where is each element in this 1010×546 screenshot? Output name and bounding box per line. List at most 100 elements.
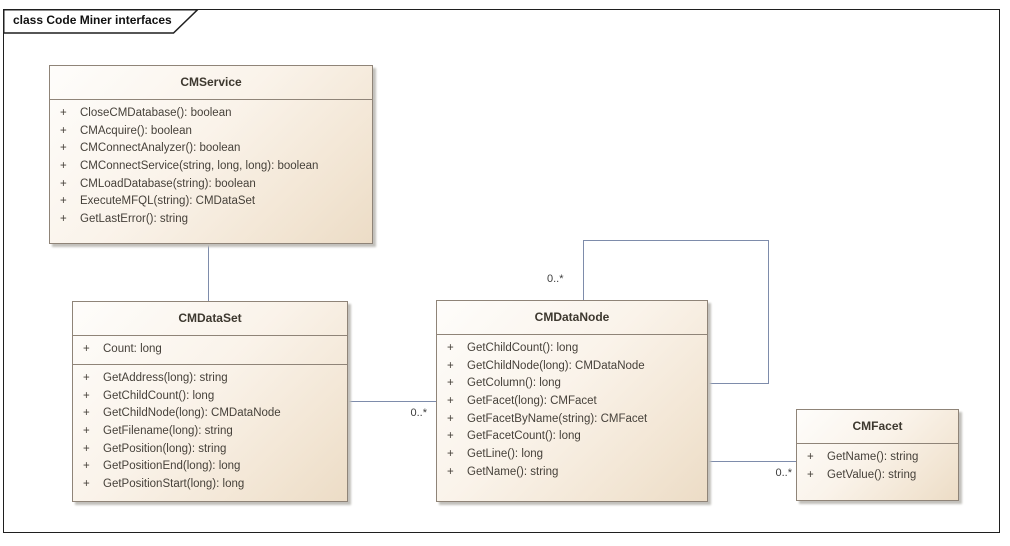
visibility: + — [83, 343, 90, 355]
signature: GetName(): string — [827, 451, 919, 463]
class-cmdatanode[interactable]: CMDataNode +GetChildCount(): long +GetCh… — [436, 300, 708, 502]
visibility: + — [447, 465, 454, 478]
signature: CMAcquire(): boolean — [80, 124, 192, 137]
class-cmservice[interactable]: CMService + CloseCMDatabase(): boolean + C… — [49, 65, 373, 244]
class-name: CMService — [50, 66, 372, 100]
operation-row: +GetChildNode(long): CMDataNode — [437, 358, 707, 376]
signature: CMConnectService(string, long, long): bo… — [80, 160, 319, 173]
signature: GetPositionEnd(long): long — [103, 460, 241, 473]
signature: GetName(): string — [467, 465, 559, 478]
diagram-frame-tab: class Code Miner interfaces — [3, 9, 199, 34]
class-name: CMDataNode — [437, 301, 707, 335]
diagram-frame — [3, 9, 1000, 533]
operation-row: + GetPositionStart(long): long — [73, 476, 347, 494]
signature: GetChildNode(long): CMDataNode — [103, 407, 281, 420]
visibility: + — [60, 124, 67, 137]
signature: CloseCMDatabase(): boolean — [80, 107, 232, 119]
operation-row: + GetFacet(long): CMFacet — [437, 393, 707, 411]
edge-cmdatanode-self-left[interactable] — [583, 240, 584, 301]
edge-cmdatanode-cmfacet[interactable] — [708, 461, 796, 462]
class-name: CMDataSet — [73, 302, 347, 336]
visibility: + — [447, 412, 454, 425]
visibility: + — [60, 142, 67, 155]
operations-section: + GetAddress(long): string + GetChildCount… — [73, 365, 347, 494]
visibility: + — [807, 451, 814, 463]
operation-row: + CMLoadDatabase(string): boolean — [50, 176, 372, 194]
operations-section: +GetChildCount(): long +GetChildNode(lon… — [437, 335, 707, 482]
operation-row: + CloseCMDatabase(): boolean — [50, 105, 372, 123]
visibility: + — [60, 107, 67, 119]
signature: GetChildCount(): long — [103, 389, 215, 402]
signature: GetChildNode(long): CMDataNode — [467, 359, 645, 372]
visibility: + — [447, 395, 454, 408]
visibility: + — [83, 478, 90, 491]
signature: GetFacetCount(): long — [467, 430, 581, 443]
operation-row: + GetPositionEnd(long): long — [73, 458, 347, 476]
signature: CMLoadDatabase(string): boolean — [80, 177, 256, 190]
signature: GetChildCount(): long — [467, 342, 579, 354]
signature: GetLastError(): string — [80, 213, 188, 226]
operations-section: + GetName(): string + GetValue(): string — [797, 444, 958, 484]
visibility: + — [83, 407, 90, 420]
visibility: + — [83, 425, 90, 438]
visibility: + — [447, 342, 454, 354]
operation-row: + GetColumn(): long — [437, 375, 707, 393]
edge-cmdatanode-self-bottom[interactable] — [708, 383, 769, 384]
signature: GetLine(): long — [467, 448, 544, 461]
operation-row: + GetValue(): string — [797, 467, 958, 485]
edge-cmservice-cmdataset[interactable] — [208, 244, 209, 302]
operation-row: + GetName(): string — [797, 449, 958, 467]
attribute-row: + Count: long — [73, 341, 347, 359]
operation-row: + CMConnectAnalyzer(): boolean — [50, 140, 372, 158]
operation-row: + GetPosition(long): string — [73, 441, 347, 459]
visibility: + — [83, 460, 90, 473]
visibility: + — [60, 195, 67, 208]
signature: GetFacet(long): CMFacet — [467, 395, 597, 408]
multiplicity-label: 0..* — [775, 467, 792, 479]
operation-row: + GetChildCount(): long — [437, 340, 707, 358]
class-cmfacet[interactable]: CMFacet + GetName(): string + GetValue(): … — [796, 409, 959, 501]
operation-row: + GetFacetCount(): long — [437, 428, 707, 446]
operation-row: + CMAcquire(): boolean — [50, 123, 372, 141]
operation-row: + GetFilename(long): string — [73, 423, 347, 441]
class-cmdataset[interactable]: CMDataSet + Count: long + GetAddress(long)… — [72, 301, 348, 502]
signature: GetPosition(long): string — [103, 442, 227, 455]
edge-cmdatanode-self-right[interactable] — [768, 240, 769, 384]
operation-row: + CMConnectService(string, long, long): b… — [50, 158, 372, 176]
signature: GetFilename(long): string — [103, 425, 233, 438]
operation-row: + GetLastError(): string — [50, 211, 372, 229]
signature: GetAddress(long): string — [103, 372, 228, 384]
visibility: + — [83, 389, 90, 402]
operation-row: + GetChildNode(long): CMDataNode — [73, 405, 347, 423]
operations-section: + CloseCMDatabase(): boolean + CMAcquire()… — [50, 100, 372, 229]
operation-row: + GetFacetByName(string): CMFacet — [437, 411, 707, 429]
edge-cmdatanode-self-top[interactable] — [583, 240, 769, 241]
operation-row: +GetLine(): long — [437, 446, 707, 464]
visibility: + — [60, 213, 67, 226]
signature: GetValue(): string — [827, 468, 917, 481]
visibility: + — [447, 430, 454, 443]
signature: GetPositionStart(long): long — [103, 478, 245, 491]
operation-row: + GetChildCount(): long — [73, 388, 347, 406]
frame-title: class Code Miner interfaces — [13, 13, 172, 27]
signature: ExecuteMFQL(string): CMDataSet — [80, 195, 256, 208]
signature: CMConnectAnalyzer(): boolean — [80, 142, 241, 155]
visibility: + — [60, 177, 67, 190]
signature: GetFacetByName(string): CMFacet — [467, 412, 648, 425]
visibility: + — [807, 468, 814, 481]
visibility: + — [60, 160, 67, 173]
visibility: + — [83, 442, 90, 455]
class-name: CMFacet — [797, 410, 958, 444]
frame-tab-shape — [3, 9, 199, 34]
multiplicity-label: 0..* — [547, 273, 564, 285]
operation-row: + GetName(): string — [437, 464, 707, 482]
attributes-section: + Count: long — [73, 336, 347, 365]
multiplicity-label: 0..* — [410, 407, 427, 419]
visibility: + — [83, 372, 90, 384]
signature: GetColumn(): long — [467, 377, 561, 390]
operation-row: + GetAddress(long): string — [73, 370, 347, 388]
visibility: + — [447, 377, 454, 390]
edge-cmdataset-cmdatanode[interactable] — [348, 401, 436, 402]
signature: Count: long — [103, 343, 162, 355]
